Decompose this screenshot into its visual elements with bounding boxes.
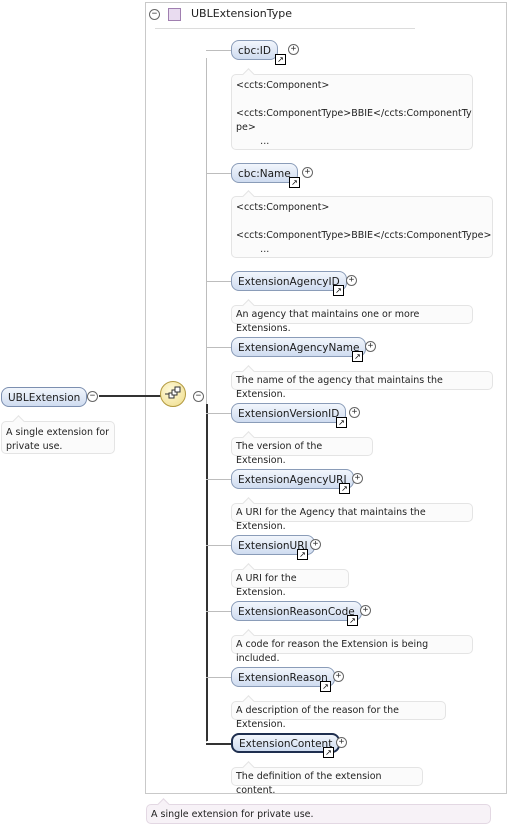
element-doc-text: A code for reason the Extension is being… [236, 639, 432, 664]
element-doc-text: A description of the reason for the Exte… [236, 705, 403, 730]
reference-arrow-icon: ↗ [339, 483, 350, 494]
element-documentation: A URI for the Agency that maintains the … [231, 497, 473, 532]
expand-icon[interactable]: + [360, 605, 371, 616]
root-documentation: A single extension for private use. [1, 415, 115, 454]
complex-type-icon [168, 8, 181, 21]
element-documentation: A URI for the Extension. [231, 563, 349, 598]
root-element-ublextension[interactable]: UBLExtension [1, 387, 88, 407]
tree-branch [206, 413, 231, 414]
reference-arrow-icon: ↗ [320, 681, 331, 692]
element-doc-text: The version of the Extension. [236, 441, 326, 466]
tree-branch [206, 479, 231, 480]
element-node-extensioncontent[interactable]: ExtensionContent [231, 733, 341, 753]
tree-branch [206, 545, 231, 546]
element-documentation: A code for reason the Extension is being… [231, 629, 473, 664]
reference-arrow-icon: ↗ [289, 177, 300, 188]
element-doc-text: <ccts:Component> <ccts:ComponentType>BBI… [236, 202, 492, 255]
sequence-compositor-icon[interactable] [160, 381, 186, 407]
tree-branch [206, 677, 231, 678]
element-documentation: A description of the reason for the Exte… [231, 695, 446, 730]
type-collapse-icon[interactable]: − [149, 9, 160, 20]
element-node-extensionagencyid[interactable]: ExtensionAgencyID [231, 271, 347, 291]
reference-arrow-icon: ↗ [352, 351, 363, 362]
tree-branch [206, 743, 231, 745]
element-node-cbc-name[interactable]: cbc:Name [231, 163, 298, 183]
element-doc-text: The name of the agency that maintains th… [236, 375, 446, 400]
reference-arrow-icon: ↗ [336, 417, 347, 428]
element-doc-text: A URI for the Extension. [236, 573, 300, 598]
tree-branch [206, 281, 231, 282]
element-documentation: The definition of the extension content. [231, 761, 423, 796]
tree-trunk [206, 58, 207, 742]
reference-arrow-icon: ↗ [297, 549, 308, 560]
element-doc-text: An agency that maintains one or more Ext… [236, 309, 423, 334]
expand-icon[interactable]: + [302, 167, 313, 178]
expand-icon[interactable]: + [352, 473, 363, 484]
element-doc-text: <ccts:Component> <ccts:ComponentType>BBI… [236, 80, 472, 147]
expand-icon[interactable]: + [346, 275, 357, 286]
expand-icon[interactable]: + [288, 44, 299, 55]
element-node-extensionversionid[interactable]: ExtensionVersionID [231, 403, 347, 423]
element-documentation: <ccts:Component> <ccts:ComponentType>BBI… [231, 190, 493, 258]
type-documentation: A single extension for private use. [146, 798, 491, 824]
element-node-extensionagencyuri[interactable]: ExtensionAgencyURI [231, 469, 354, 489]
element-documentation: <ccts:Component> <ccts:ComponentType>BBI… [231, 68, 473, 150]
element-documentation: An agency that maintains one or more Ext… [231, 299, 473, 334]
element-documentation: The name of the agency that maintains th… [231, 365, 493, 400]
expand-icon[interactable]: + [310, 539, 321, 550]
tree-branch [206, 347, 231, 348]
element-documentation: The version of the Extension. [231, 431, 373, 466]
reference-arrow-icon: ↗ [323, 747, 334, 758]
element-node-extensionagencyname[interactable]: ExtensionAgencyName [231, 337, 367, 357]
expand-icon[interactable]: + [365, 341, 376, 352]
expand-icon[interactable]: + [349, 407, 360, 418]
tree-branch [206, 611, 231, 612]
reference-arrow-icon: ↗ [333, 285, 344, 296]
root-collapse-icon[interactable]: − [87, 391, 98, 402]
type-header-divider [155, 28, 415, 29]
element-node-extensionreasoncode[interactable]: ExtensionReasonCode [231, 601, 362, 621]
element-node-extensionreason[interactable]: ExtensionReason [231, 667, 335, 687]
sequence-collapse-icon[interactable]: − [193, 391, 204, 402]
type-title: UBLExtensionType [191, 7, 292, 20]
tree-branch [206, 173, 231, 174]
tree-trunk-required [206, 404, 208, 741]
tree-branch [206, 50, 231, 51]
reference-arrow-icon: ↗ [347, 615, 358, 626]
expand-icon[interactable]: + [336, 737, 347, 748]
expand-icon[interactable]: + [333, 671, 344, 682]
root-doc-text: A single extension for private use. [6, 427, 113, 452]
root-connector [99, 395, 161, 397]
element-doc-text: The definition of the extension content. [236, 771, 385, 796]
element-node-cbc-id[interactable]: cbc:ID [231, 40, 278, 60]
reference-arrow-icon: ↗ [275, 54, 286, 65]
element-doc-text: A URI for the Agency that maintains the … [236, 507, 429, 532]
type-doc-text: A single extension for private use. [151, 809, 314, 820]
